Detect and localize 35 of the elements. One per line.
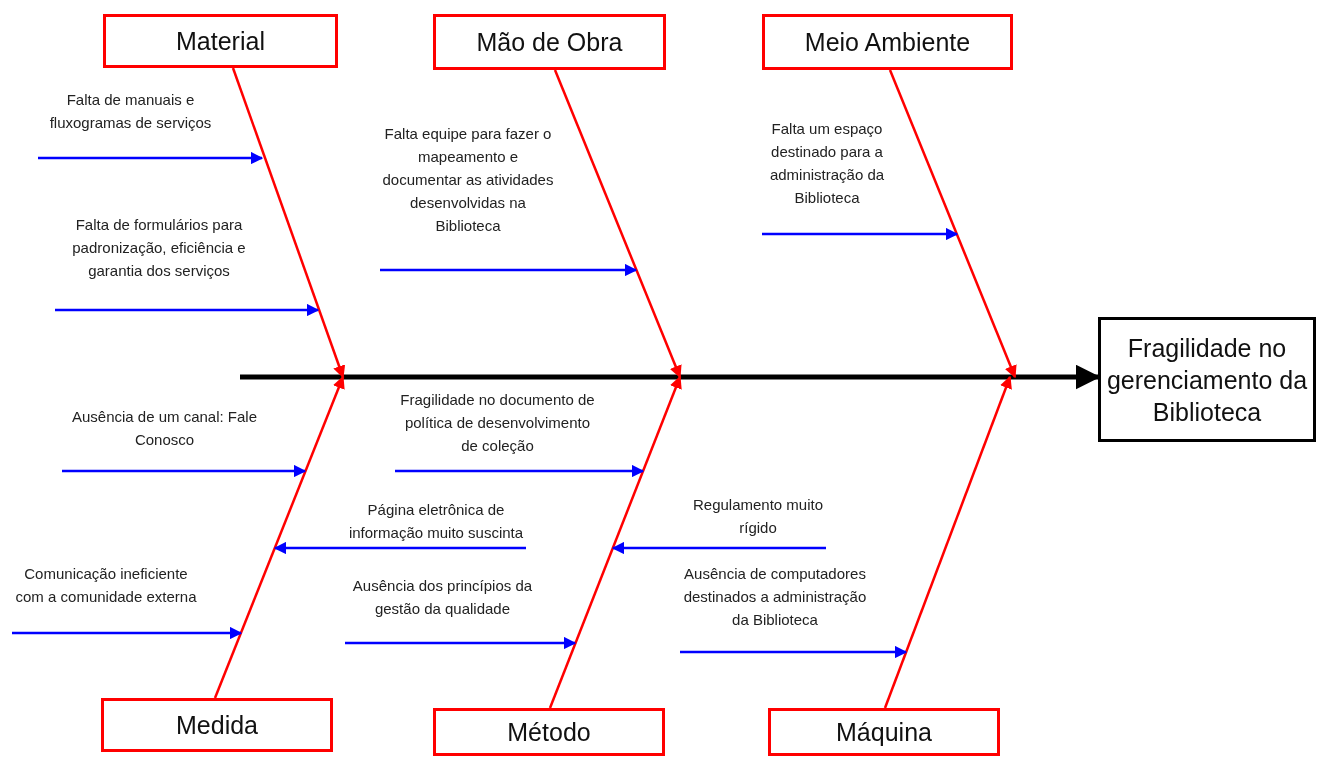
cause-text: Página eletrônica de informação muito suscinta: [347, 500, 525, 543]
cause-text: Ausência dos princípios da gestão da qualidade: [351, 576, 534, 619]
cause-arrow: [62, 464, 307, 478]
cause-arrow: [611, 541, 826, 555]
category-box: Método: [433, 708, 665, 756]
cause-text: Regulamento muito rígido: [691, 495, 825, 538]
cause-text: Falta de formulários para padronização, eficiência e garantia dos serviços: [71, 215, 247, 281]
cause-text: Ausência de um canal: Fale Conosco: [70, 407, 259, 450]
category-box: Mão de Obra: [433, 14, 666, 70]
bone-arrow: [883, 375, 1012, 709]
cause-arrow: [38, 151, 264, 165]
category-box: Meio Ambiente: [762, 14, 1013, 70]
cause-text: Falta um espaço destinado para a administração da Biblioteca: [768, 119, 886, 208]
cause-text: Comunicação ineficiente com a comunidade externa: [14, 564, 198, 607]
bone-arrow: [548, 375, 682, 709]
category-box: Material: [103, 14, 338, 68]
bone-arrow: [888, 69, 1017, 379]
cause-arrow: [395, 464, 645, 478]
cause-text: Ausência de computadores destinados a administração da Biblioteca: [682, 564, 868, 630]
cause-arrow: [680, 645, 908, 659]
category-box: Medida: [101, 698, 333, 752]
bone-arrow: [213, 375, 345, 699]
bone-arrow: [553, 69, 682, 379]
category-box: Máquina: [768, 708, 1000, 756]
cause-text: Falta de manuais e fluxogramas de serviços: [48, 90, 213, 133]
bone-arrow: [231, 67, 346, 379]
cause-arrow: [12, 626, 243, 640]
cause-arrow: [273, 541, 526, 555]
cause-text: Falta equipe para fazer o mapeamento e documentar as atividades desenvolvidas na Biblioteca: [381, 124, 555, 236]
cause-text: Fragilidade no documento de política de desenvolvimento de coleção: [399, 390, 596, 456]
cause-arrow: [345, 636, 577, 650]
cause-arrow: [762, 227, 959, 241]
cause-arrow: [380, 263, 638, 277]
cause-arrow: [55, 303, 320, 317]
effect-box: Fragilidade no gerenciamento da Biblioteca: [1098, 317, 1316, 442]
